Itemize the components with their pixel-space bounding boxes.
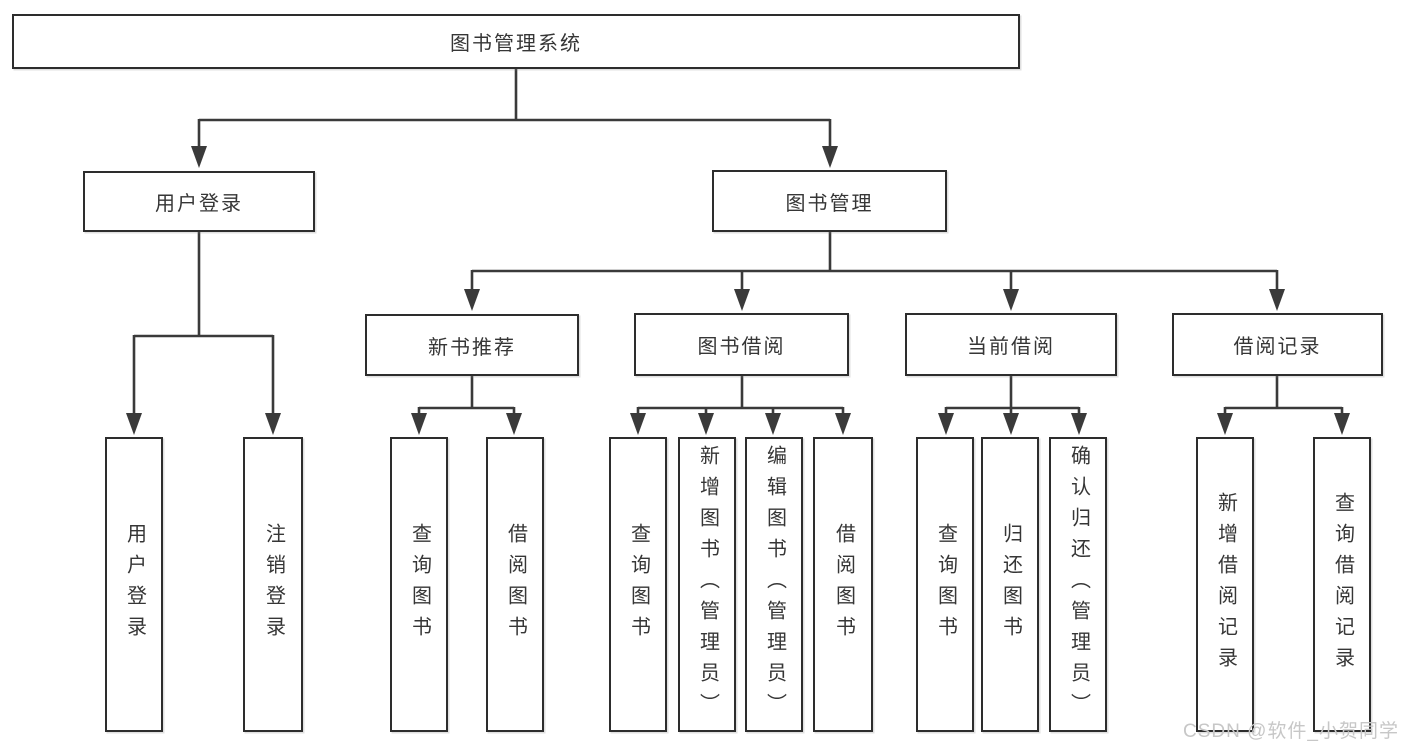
node-new-book-recommend: 新书推荐 — [365, 314, 579, 376]
node-label: 借阅记录 — [1233, 336, 1322, 358]
arrow-down-icon — [630, 413, 646, 435]
node-label: 借阅图书 — [504, 522, 527, 647]
node-leaf-user-login: 用户登录 — [105, 437, 163, 732]
connector-current-borrowing-to-leaves — [944, 376, 1081, 417]
node-book-management: 图书管理 — [712, 170, 947, 232]
node-label: 查询图书 — [408, 522, 431, 647]
node-label: 编辑图书（管理员） — [763, 445, 786, 724]
arrow-down-icon — [1071, 413, 1087, 435]
arrow-down-icon — [1003, 413, 1019, 435]
node-leaf-query-books-recommend: 查询图书 — [390, 437, 448, 732]
arrow-down-icon — [411, 413, 427, 435]
connector-borrowing-records-to-leaves — [1223, 376, 1344, 417]
arrow-down-icon — [1217, 413, 1233, 435]
node-label: 图书管理 — [785, 192, 874, 215]
node-label: 归还图书 — [999, 522, 1022, 647]
node-book-borrowing: 图书借阅 — [634, 313, 849, 376]
arrow-down-icon — [1003, 289, 1019, 311]
connector-root-to-level2 — [197, 69, 832, 150]
arrow-down-icon — [822, 146, 838, 168]
node-label: 查询图书 — [934, 522, 957, 647]
connector-group — [126, 69, 1350, 435]
node-label: 注销登录 — [262, 522, 285, 647]
node-leaf-return-books: 归还图书 — [981, 437, 1039, 732]
connector-book-borrowing-to-leaves — [636, 376, 845, 417]
connector-book-management-to-level3 — [470, 232, 1279, 295]
arrow-down-icon — [506, 413, 522, 435]
arrow-down-icon — [126, 413, 142, 435]
arrow-down-icon — [835, 413, 851, 435]
arrow-down-icon — [938, 413, 954, 435]
node-user-login: 用户登录 — [83, 171, 315, 232]
node-leaf-query-books-current: 查询图书 — [916, 437, 974, 732]
arrow-down-icon — [765, 413, 781, 435]
csdn-watermark: CSDN @软件_小贺同学 — [1183, 721, 1399, 742]
node-label: 新增借阅记录 — [1214, 491, 1237, 678]
node-leaf-confirm-return-admin: 确认归还（管理员） — [1049, 437, 1107, 732]
node-leaf-borrow-books: 借阅图书 — [813, 437, 873, 732]
node-label: 新书推荐 — [428, 336, 516, 359]
node-label: 图书管理系统 — [450, 33, 582, 55]
node-label: 借阅图书 — [832, 522, 855, 647]
connector-user-login-to-leaves — [132, 232, 275, 417]
node-leaf-query-borrow-record: 查询借阅记录 — [1313, 437, 1371, 732]
node-borrowing-records: 借阅记录 — [1172, 313, 1383, 376]
node-leaf-add-borrow-record: 新增借阅记录 — [1196, 437, 1254, 732]
node-library-management-system: 图书管理系统 — [12, 14, 1020, 69]
node-leaf-add-books-admin: 新增图书（管理员） — [678, 437, 736, 732]
node-leaf-borrow-books-recommend: 借阅图书 — [486, 437, 544, 732]
node-label: 当前借阅 — [967, 336, 1055, 358]
node-label: 查询借阅记录 — [1331, 491, 1354, 678]
arrow-down-icon — [698, 413, 714, 435]
arrow-down-icon — [265, 413, 281, 435]
arrow-down-icon — [464, 289, 480, 311]
node-leaf-edit-books-admin: 编辑图书（管理员） — [745, 437, 803, 732]
arrow-down-icon — [734, 289, 750, 311]
node-label: 用户登录 — [123, 522, 146, 647]
node-leaf-logout: 注销登录 — [243, 437, 303, 732]
arrow-down-icon — [1269, 289, 1285, 311]
connector-new-book-recommend-to-leaves — [417, 376, 516, 417]
node-label: 用户登录 — [155, 193, 243, 215]
node-label: 确认归还（管理员） — [1067, 445, 1090, 724]
node-label: 查询图书 — [627, 522, 650, 647]
node-label: 新增图书（管理员） — [696, 445, 719, 724]
arrow-down-icon — [191, 146, 207, 168]
arrow-down-icon — [1334, 413, 1350, 435]
node-current-borrowing: 当前借阅 — [905, 313, 1117, 376]
node-leaf-query-books-borrowing: 查询图书 — [609, 437, 667, 732]
node-label: 图书借阅 — [697, 336, 786, 358]
